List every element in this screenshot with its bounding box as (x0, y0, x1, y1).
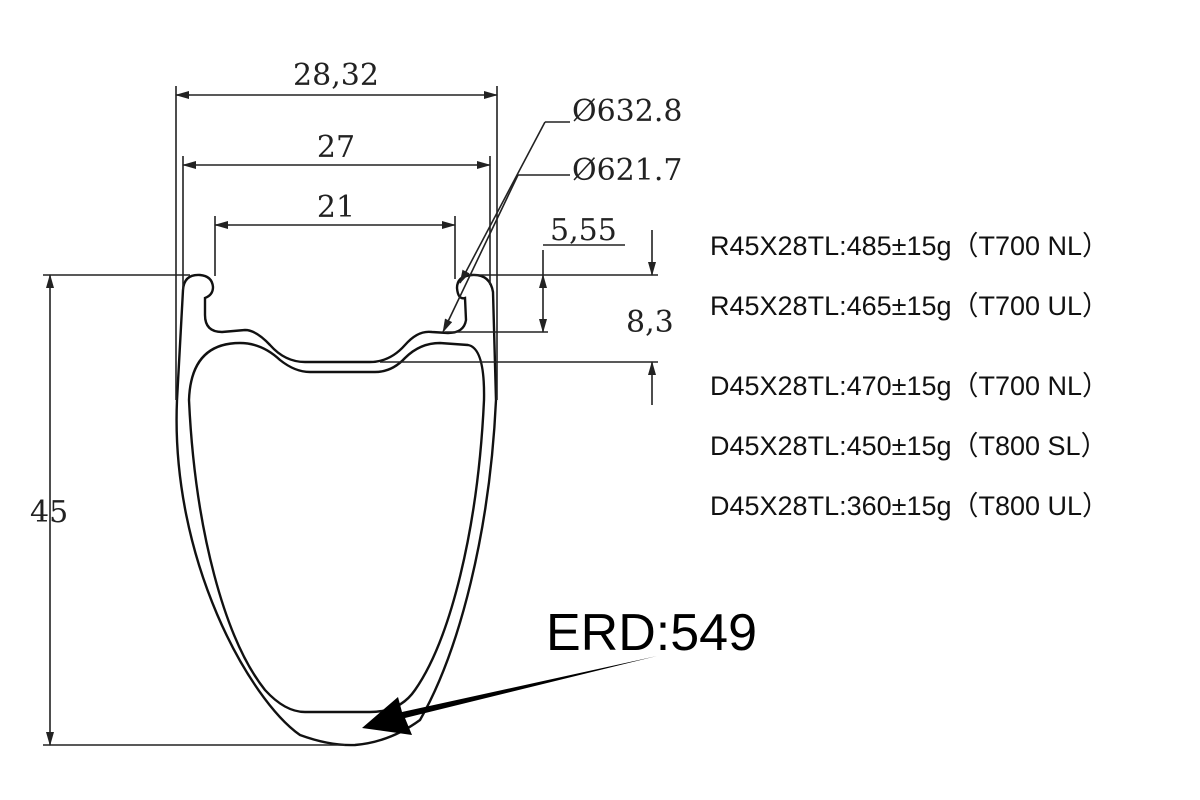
dimension-lines (46, 91, 656, 746)
dim-bead-width: 27 (317, 130, 355, 165)
dim-bed-depth: 8,3 (626, 305, 674, 340)
spec-line: D45X28TL:360±15g（T800 UL） (710, 491, 1109, 521)
rim-outer-profile (175, 273, 498, 747)
erd-arrow (362, 656, 657, 735)
spec-line: R45X28TL:485±15g（T700 NL） (710, 231, 1109, 261)
dim-diameter-outer: Ø632.8 (572, 94, 682, 129)
dim-inner-width: 21 (317, 190, 355, 225)
erd-label: ERD:549 (546, 604, 757, 662)
spec-line: D45X28TL:450±15g（T800 SL） (710, 431, 1108, 461)
dim-outer-width: 28,32 (293, 58, 379, 93)
dim-hook-height: 5,55 (550, 213, 617, 248)
rim-inner-cavity (187, 341, 486, 714)
spec-line: R45X28TL:465±15g（T700 UL） (710, 291, 1109, 321)
spec-line: D45X28TL:470±15g（T700 NL） (710, 371, 1109, 401)
dim-rim-depth: 45 (30, 495, 68, 530)
dim-diameter-inner: Ø621.7 (572, 153, 682, 188)
